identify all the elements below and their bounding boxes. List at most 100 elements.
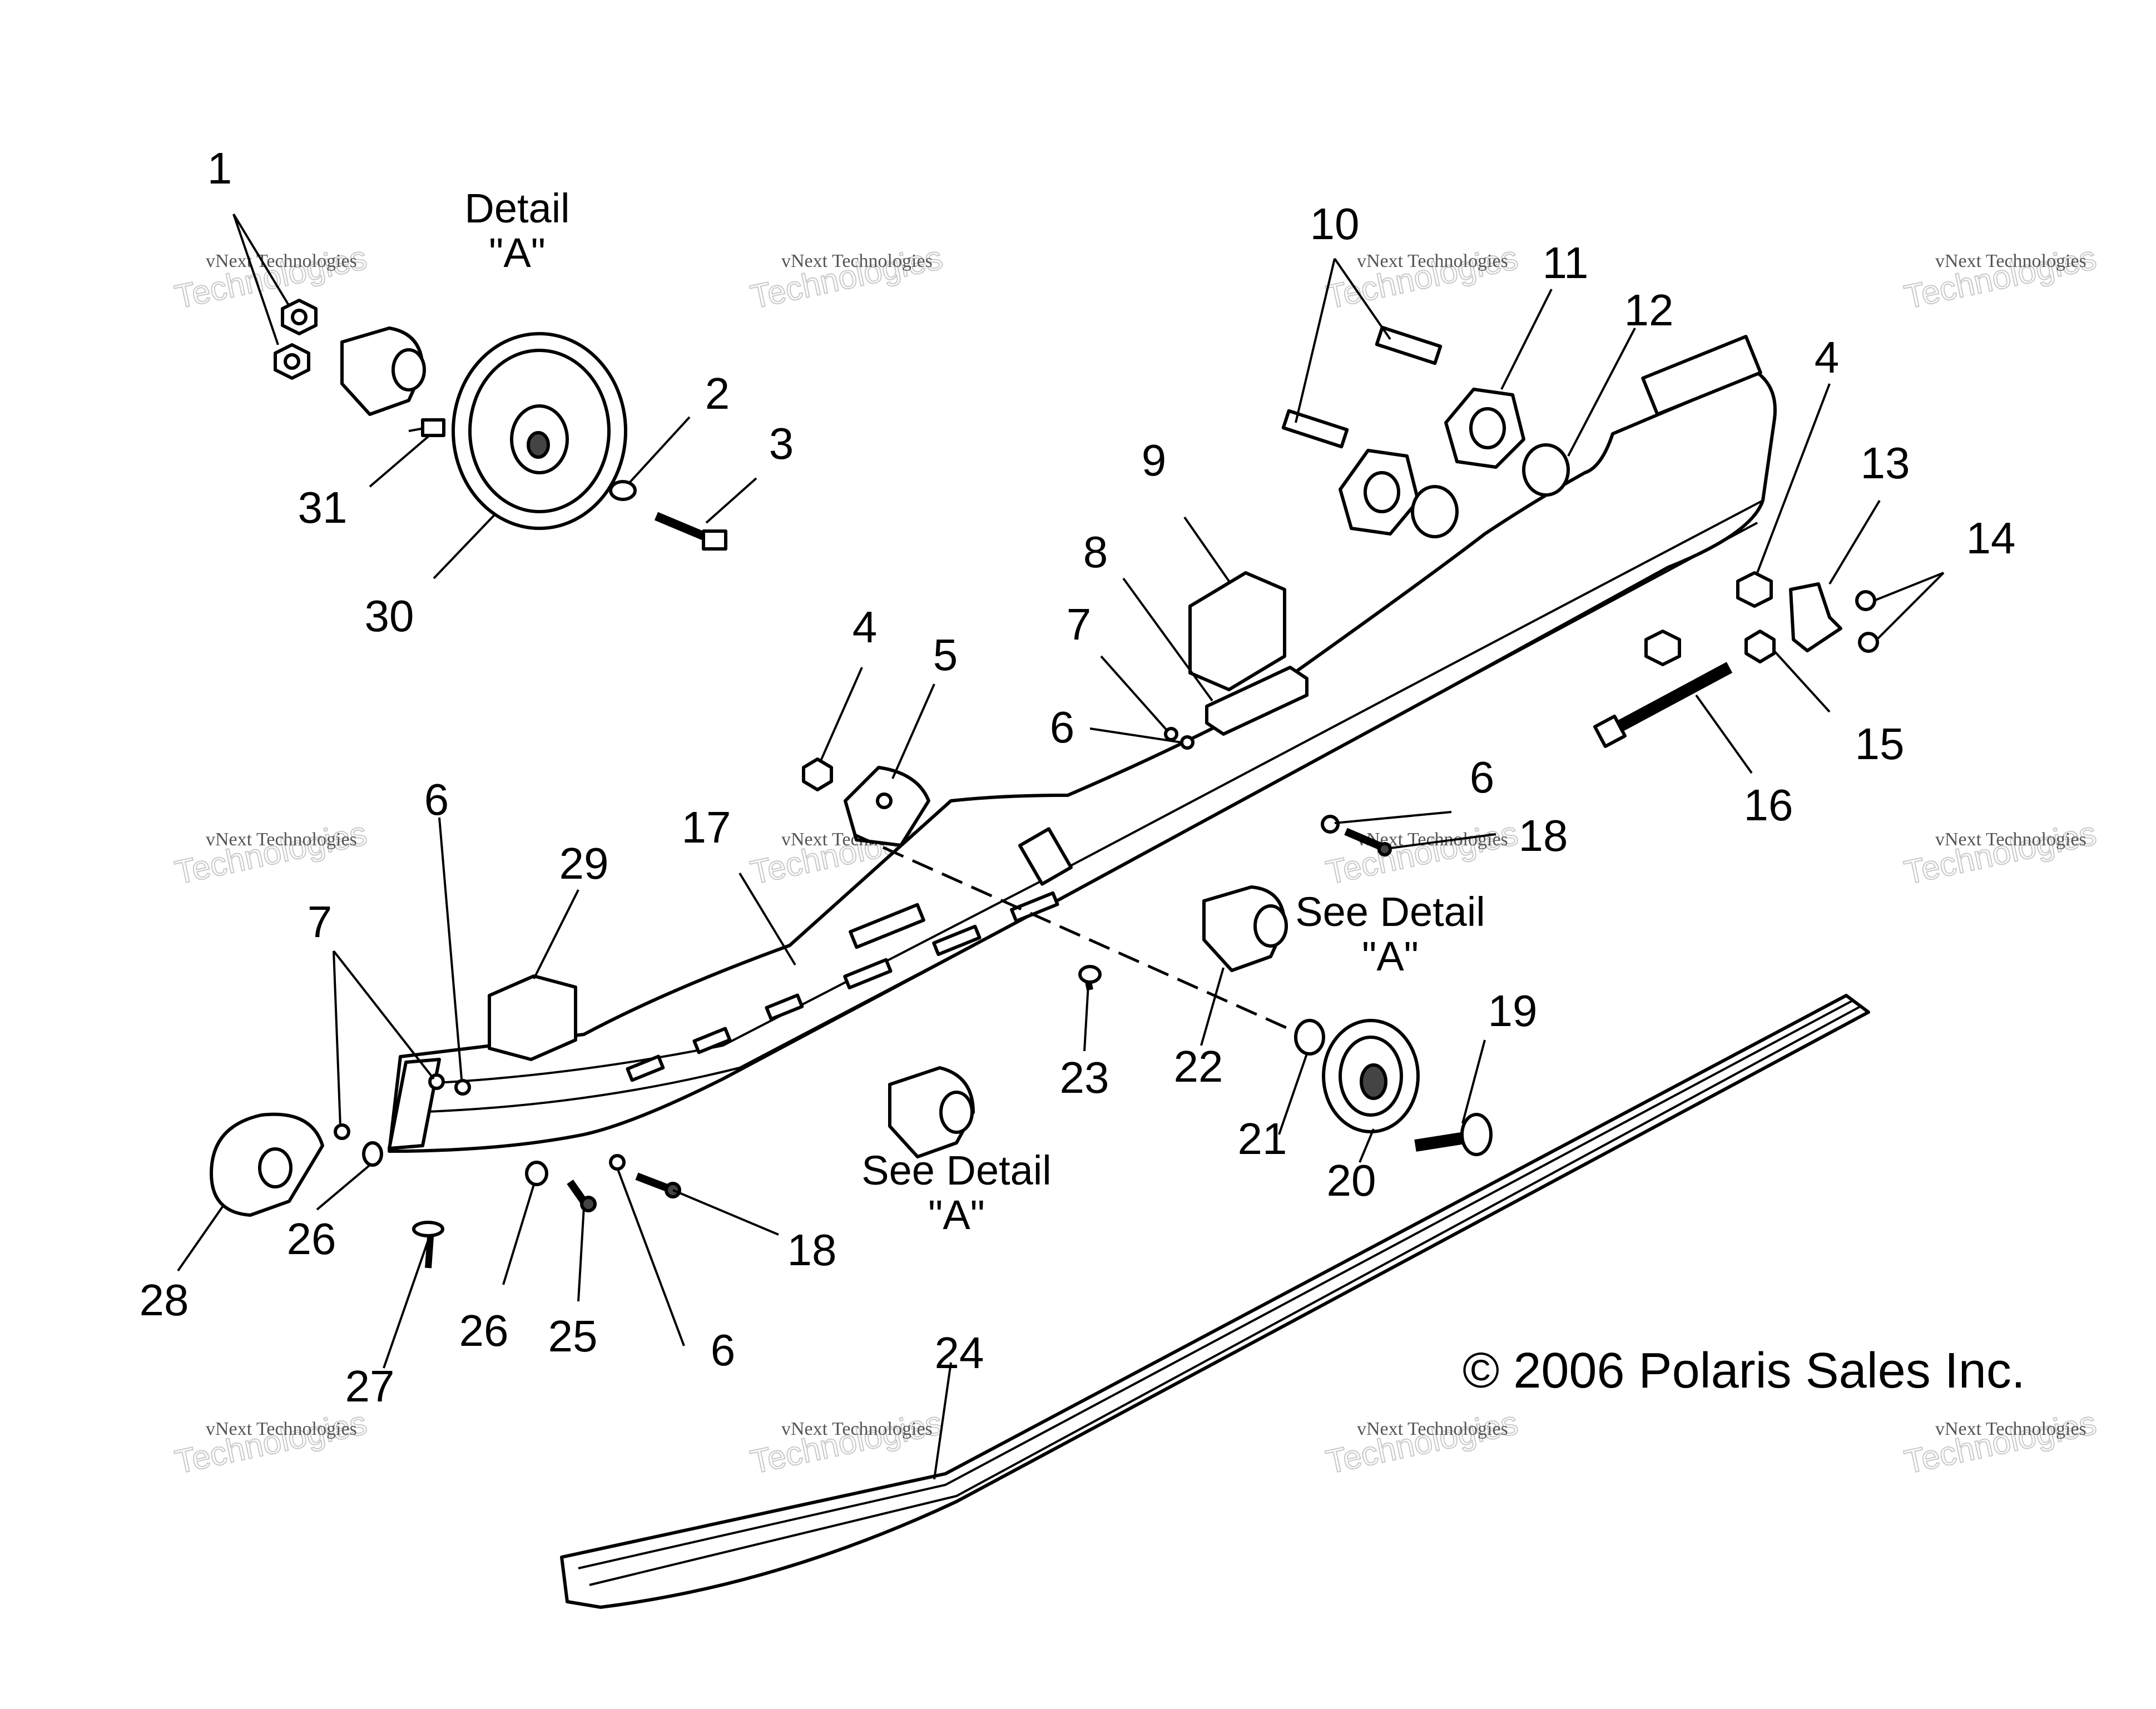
callout-label: 1 [207, 143, 232, 193]
screw-23-head [1078, 965, 1102, 984]
washer-6-right [1321, 815, 1340, 834]
watermark: vNext Technologies [1935, 1419, 2086, 1439]
watermark: Technologies [747, 1404, 946, 1480]
watermark: Technologies [1901, 814, 2100, 891]
callout-label: 26 [459, 1306, 509, 1355]
clip-8 [1205, 666, 1309, 736]
leader [433, 513, 496, 579]
callout-label: 23 [1060, 1053, 1109, 1102]
callout-label: 6 [424, 775, 449, 824]
leader [1500, 289, 1553, 390]
watermark: Technologies [172, 814, 370, 891]
rail-slot [765, 993, 804, 1021]
washer-6-left [454, 1079, 471, 1096]
nut-7a [334, 1123, 350, 1140]
washer-2 [609, 480, 637, 501]
callout-label: 26 [287, 1214, 336, 1264]
tip-cap-hole [258, 1147, 293, 1188]
bolt-3-head [702, 529, 727, 551]
rail-slot [692, 1027, 732, 1054]
bracket-boss [939, 1091, 974, 1134]
bolt-16 [1612, 662, 1733, 734]
callout-label: 6 [1470, 752, 1495, 802]
watermark: vNext Technologies [781, 251, 933, 271]
wheel-bracket-lower [888, 1066, 975, 1158]
nut-7-top [1164, 727, 1178, 741]
watermark: Technologies [1901, 1404, 2100, 1480]
callout-label: 9 [1142, 435, 1167, 485]
callout-label: 31 [298, 483, 348, 532]
rail-cutout [1641, 335, 1762, 416]
callout-label: 22 [1174, 1042, 1223, 1091]
callout-label: 24 [935, 1328, 984, 1378]
leader [616, 1167, 685, 1346]
upper-hardware [802, 325, 1879, 856]
leader [1773, 650, 1831, 713]
washer-21 [1294, 1019, 1325, 1056]
watermark: vNext Technologies [206, 1419, 357, 1439]
callout-label: 17 [682, 803, 731, 852]
callout-label: 12 [1624, 285, 1674, 335]
nut-4-right [1736, 571, 1773, 608]
wear-strip-24 [560, 994, 1870, 1609]
nut-15 [1744, 630, 1776, 663]
bracket-boss [1253, 904, 1288, 948]
callout-label: 28 [140, 1275, 189, 1325]
leader [577, 1206, 585, 1302]
bolt-19-head [1460, 1113, 1493, 1156]
leader [1295, 258, 1336, 423]
detail-ref-top: "A" [489, 230, 546, 276]
rail-slot [626, 1054, 665, 1082]
callout-label: 25 [548, 1311, 598, 1361]
leader [333, 950, 341, 1127]
wheel-20-hub [1360, 1063, 1387, 1100]
washer-6-top [1180, 735, 1195, 750]
bolt-10b [1375, 325, 1443, 365]
rail-slot [843, 958, 893, 990]
callout-label: 5 [933, 630, 958, 680]
bracket-13 [1789, 582, 1842, 652]
callout-label: 16 [1744, 780, 1793, 830]
watermark: Technologies [1323, 814, 1521, 891]
leader [891, 683, 935, 779]
callout-label: 21 [1238, 1114, 1287, 1163]
watermark: vNext Technologies [781, 1419, 933, 1439]
leader [1183, 516, 1230, 582]
callout-labels: 1 2 3 4 4 5 6 6 6 6 7 7 8 9 10 11 12 13 … [140, 143, 2016, 1411]
washer-26a [362, 1141, 383, 1167]
leader [369, 435, 429, 488]
leader [1278, 1053, 1308, 1135]
bracket-boss [391, 348, 426, 392]
bushing-12b [1522, 443, 1570, 497]
callout-label: 11 [1542, 238, 1588, 288]
rail-frame [388, 335, 1777, 1153]
spacer-block-hole [1469, 407, 1506, 449]
detail-a-assembly [274, 299, 727, 551]
rivet-14b [1858, 632, 1879, 653]
leader [232, 213, 290, 307]
hyfax-block-29 [488, 974, 577, 1061]
callout-label: 29 [559, 839, 609, 888]
leader [316, 1164, 371, 1211]
watermark: vNext Technologies [206, 251, 357, 271]
leader [627, 416, 691, 485]
leader [177, 1206, 224, 1272]
bolt-16-head [1593, 714, 1627, 749]
leader [533, 889, 579, 979]
leader-lines [177, 213, 1945, 1480]
mid-hardware [210, 885, 1493, 1269]
callout-label: 7 [1067, 600, 1092, 649]
watermark: vNext Technologies [1357, 1419, 1508, 1439]
callout-label: 30 [365, 591, 414, 641]
leader [1083, 984, 1089, 1052]
leader [1359, 1128, 1375, 1163]
watermark: vNext Technologies [1357, 251, 1508, 271]
leader [1876, 572, 1945, 641]
callout-label: 13 [1861, 438, 1910, 488]
bolt-18-right-end [1377, 842, 1392, 856]
watermark: Technologies [172, 1404, 370, 1480]
rail-frame-body [388, 371, 1777, 1153]
copyright-notice: © 2006 Polaris Sales Inc. [1463, 1343, 2025, 1399]
leader [502, 1184, 535, 1285]
